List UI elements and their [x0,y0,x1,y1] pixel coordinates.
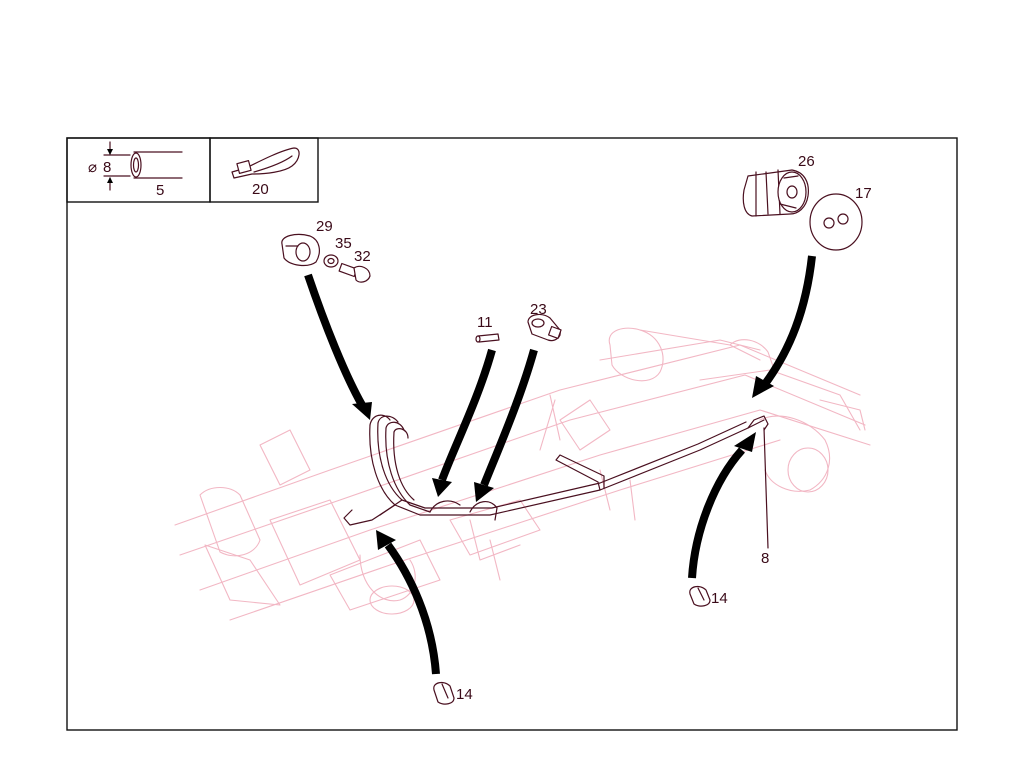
arrow-14-left [384,542,440,675]
cable-tie-icon [231,147,300,179]
leader-line-8 [763,427,769,549]
callout-arrows [304,255,816,675]
arrow-11 [438,348,496,482]
hose-legend [103,141,183,191]
arrow-17 [761,255,816,387]
label-8: 8 [761,550,769,567]
pipe-assembly [343,414,769,526]
banjo-fitting-part-23 [527,313,562,342]
banjo-bolt-part-32 [338,262,371,283]
hose-diameter-label: 8 [103,159,111,176]
arrow-14-right [688,447,745,579]
label-26: 26 [798,153,815,170]
hose-part-label: 5 [156,182,164,199]
washer-part-35 [323,254,339,268]
label-29: 29 [316,218,333,235]
chassis-outline [174,327,871,621]
rubber-grommet-part-26 [742,169,809,217]
tie-part-label: 20 [252,181,269,198]
label-23: 23 [530,301,547,318]
label-35: 35 [335,235,352,252]
diagram-frame [66,137,958,731]
clamp-part-14-left [433,681,455,705]
arrow-23 [480,348,538,487]
legend-box-tie [209,137,319,203]
label-32: 32 [354,248,371,265]
clip-part-29 [281,233,320,267]
pin-part-11 [475,333,500,343]
label-17: 17 [855,185,872,202]
clamp-part-14-right [689,585,711,607]
hose-diameter-symbol: ⌀ [88,159,97,176]
label-14-right: 14 [711,590,728,607]
label-11: 11 [477,314,493,331]
arrow-29 [304,273,366,407]
label-14-left: 14 [456,686,473,703]
grommet-part-17 [809,193,863,251]
